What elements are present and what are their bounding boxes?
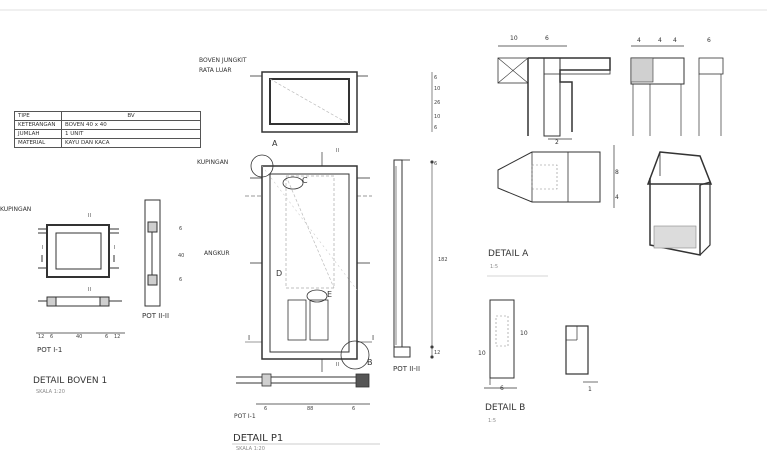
section-mark-i: I [248,334,251,342]
dimension-label: 6 [500,385,504,392]
dimension-label: 8 [615,169,619,176]
dimension-label: 6 [707,37,711,44]
p1-pot-ii-section [393,159,411,358]
detail-boven-scale: SKALA 1:20 [36,389,65,395]
marker-c: C [302,176,308,185]
spec-row: MATERIAL KAYU DAN KACA [14,138,201,148]
p1-pot-i-section [232,373,380,445]
detail-b-drawing [484,299,598,389]
marker-d: D [276,269,283,278]
pot-i-label: POT I-1 [234,413,256,420]
dimension-label: 6 [434,125,438,131]
spec-header-row: TIPE BV [14,111,201,121]
detail-a-scale: 1:5 [490,264,499,270]
dimension-label: 10 [434,114,441,120]
p1-boven-top [250,71,368,133]
dimension-label: 6 [179,277,183,283]
dimension-label: 6 [179,226,183,232]
dimension-label: 6 [50,334,54,340]
dimension-label: 2 [555,139,559,146]
marker-e: E [327,290,333,299]
dimension-label: 12 [114,334,121,340]
dimension-label: 6 [352,406,356,412]
kupingan-label: KUPINGAN [197,159,229,166]
section-mark-i: I [42,245,44,251]
spec-row: JUMLAH 1 UNIT [14,129,201,139]
detail-p1-title: DETAIL P1 [233,433,284,444]
spec-key: MATERIAL [14,138,62,148]
dimension-label: 1 [588,386,592,393]
dimension-label: 6 [434,75,438,81]
p1-dimension-lines [430,72,434,359]
dimension-label: 6 [545,35,549,42]
dimension-label: 10 [510,35,518,42]
pot-ii-label: POT II-II [393,365,421,373]
boven-elevation [38,224,119,278]
detail-a-drawing [497,45,724,256]
dimension-label: 26 [434,100,441,106]
dimension-label: 4 [615,194,619,201]
section-mark-i: I [372,334,375,342]
dimension-label: 40 [178,253,185,259]
dimension-label: 10 [478,350,486,357]
dimension-label: 4 [637,37,641,44]
marker-b: B [367,358,373,367]
dimension-label: 10 [434,86,441,92]
detail-a-title: DETAIL A [488,249,529,259]
spec-key: JUMLAH [14,129,62,139]
section-mark-i: I [114,245,116,251]
spec-table: TIPE BV KETERANGAN BOVEN 40 x 40 JUMLAH … [14,111,201,148]
spec-value: BOVEN 40 x 40 [61,120,201,130]
dimension-label: 6 [105,334,109,340]
dimension-label: 6 [434,161,438,167]
dimension-label: 88 [307,406,314,412]
dimension-label: 12 [38,334,45,340]
angkur-label: ANGKUR [204,250,230,257]
boven-pot-i-section [36,296,125,334]
section-mark-ii: II [336,148,339,154]
pot-i-label: POT I-1 [37,346,63,354]
boven-pot-ii-section [144,199,161,307]
dimension-label: 182 [438,257,448,263]
detail-b-title: DETAIL B [485,403,526,413]
spec-key: TIPE [14,111,62,121]
pot-ii-label: POT II-II [142,312,170,320]
spec-value: BV [61,111,201,121]
detail-b-scale: 1:5 [488,418,497,424]
dimension-label: 4 [673,37,677,44]
dimension-label: 4 [658,37,662,44]
detail-boven-title: DETAIL BOVEN 1 [33,376,108,386]
detail-p1-scale: SKALA 1:20 [236,446,265,452]
spec-row: KETERANGAN BOVEN 40 x 40 [14,120,201,130]
rata-luar-label: RATA LUAR [199,67,232,74]
section-mark-ii: II [336,362,339,368]
dimension-label: 40 [76,334,83,340]
spec-value: 1 UNIT [61,129,201,139]
section-mark-ii: II [88,213,91,219]
spec-value: KAYU DAN KACA [61,138,201,148]
p1-door-elevation [245,152,372,372]
dimension-label: 10 [520,330,528,337]
dimension-label: 12 [434,350,441,356]
kupingan-label: KUPINGAN [0,206,32,213]
section-mark-ii: II [88,287,91,293]
spec-key: KETERANGAN [14,120,62,130]
dimension-label: 6 [264,406,268,412]
marker-a: A [272,139,278,148]
boven-jungkit-label: BOVEN JUNGKIT [199,57,247,64]
